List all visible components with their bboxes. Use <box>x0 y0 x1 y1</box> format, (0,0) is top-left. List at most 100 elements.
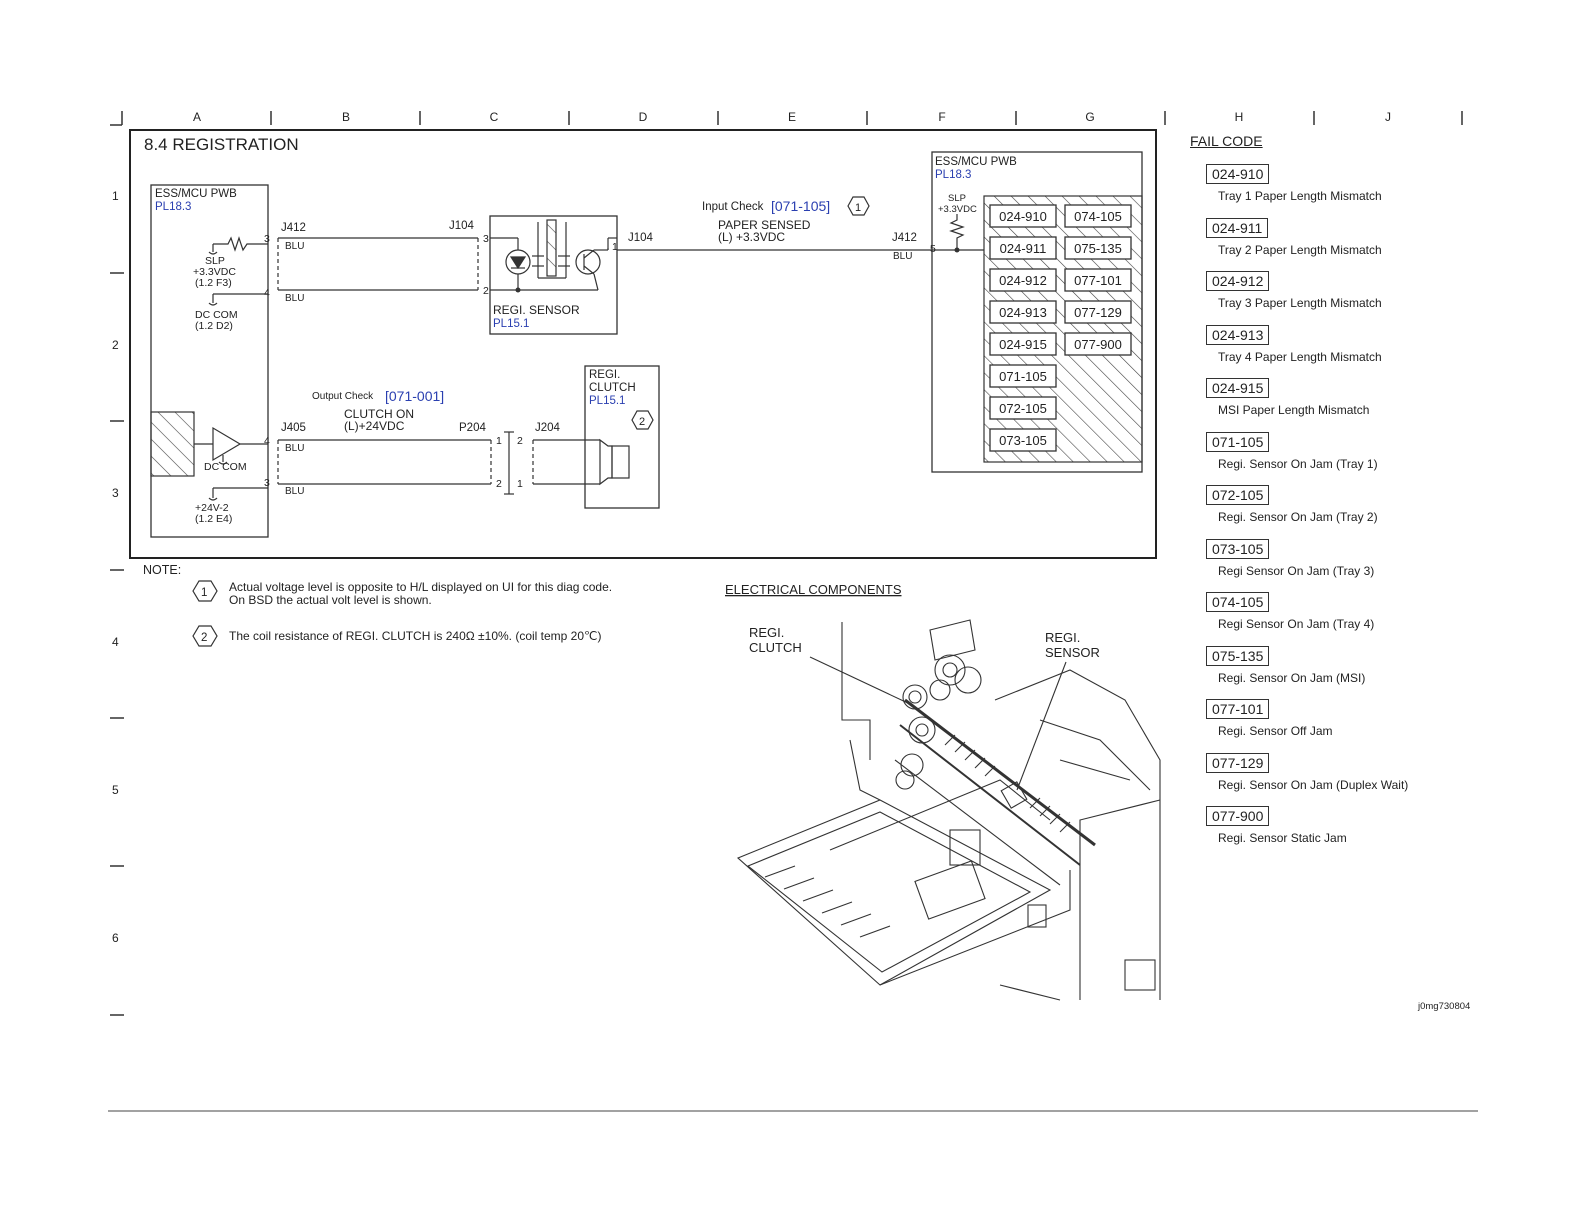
fail-code-value: 024-911 <box>1206 217 1269 238</box>
v24-1: +24V-2 <box>195 502 229 514</box>
fail-code-value: 074-105 <box>1206 592 1270 612</box>
fail-code-description: Regi. Sensor On Jam (MSI) <box>1218 670 1366 685</box>
conn-j412: J412 <box>281 222 306 234</box>
ic-code-text: 071-105 <box>999 369 1047 384</box>
junction-dot <box>515 287 521 293</box>
input-check-code: [071-105] <box>771 198 830 214</box>
slp-left-2: +3.3VDC <box>193 266 236 278</box>
ic-code-box <box>1064 300 1132 324</box>
fail-code-description: Regi. Sensor On Jam (Tray 2) <box>1218 510 1378 524</box>
wire-blu-5: BLU <box>285 486 304 497</box>
supply-24v-line <box>208 487 268 501</box>
column-label: D <box>639 110 648 124</box>
pin-j412-4: 4 <box>264 287 270 299</box>
fail-code-value: 024-912 <box>1206 271 1270 291</box>
ic-code-box <box>989 332 1057 356</box>
fail-code-description: Regi Sensor On Jam (Tray 3) <box>1218 563 1375 578</box>
conn-j405: J405 <box>281 422 306 434</box>
slp-right-1: SLP <box>948 193 966 204</box>
column-label: A <box>193 110 201 124</box>
input-check-label: Input Check <box>702 201 764 213</box>
note-1-hexagon <box>847 196 870 216</box>
note-1-line-1: Actual voltage level is opposite to H/L … <box>229 580 612 594</box>
fail-code-value: 071-105 <box>1206 431 1270 452</box>
pin-j104-2: 2 <box>483 285 489 297</box>
pin-j204-1: 1 <box>517 478 523 490</box>
fail-code-description: MSI Paper Length Mismatch <box>1218 403 1370 417</box>
right-pwb-ref: PL18.3 <box>935 169 971 181</box>
slp-right-2: +3.3VDC <box>938 204 977 215</box>
mechanical-assembly-drawing <box>736 619 1161 1001</box>
pin-j405-4: 4 <box>264 435 270 447</box>
elec-sensor-label-2: SENSOR <box>1045 645 1100 660</box>
fail-code-description: Tray 4 Paper Length Mismatch <box>1218 349 1382 364</box>
ic-code-box <box>989 364 1057 388</box>
fail-code-value: 024-913 <box>1206 324 1270 345</box>
elec-clutch-label-1: REGI. <box>749 625 784 640</box>
pin-j104-3: 3 <box>483 233 489 245</box>
fail-code-description: Regi. Sensor Off Jam <box>1218 724 1333 738</box>
conn-j104-right: J104 <box>628 232 654 244</box>
row-label: 3 <box>112 486 119 500</box>
pull-up-resistor-right <box>949 214 965 250</box>
ic-code-box <box>1064 268 1132 292</box>
left-pwb-name: ESS/MCU PWB <box>155 188 237 200</box>
conn-p204: P204 <box>459 422 486 434</box>
conn-j412-right: J412 <box>892 232 917 244</box>
pull-up-resistor-left <box>208 236 268 255</box>
ic-code-text: 024-912 <box>999 273 1047 288</box>
fail-code-title: FAIL CODE <box>1190 133 1263 149</box>
column-label: H <box>1235 110 1244 124</box>
ic-code-box <box>989 428 1057 452</box>
fail-code-value: 073-105 <box>1206 538 1270 559</box>
ic-code-text: 072-105 <box>999 401 1047 416</box>
pin-j412-3: 3 <box>264 233 270 245</box>
diagram-title: 8.4 REGISTRATION <box>144 135 299 154</box>
ic-code-text: 075-135 <box>1074 241 1122 256</box>
note-2-num: 2 <box>201 632 207 644</box>
ic-code-box <box>989 396 1057 420</box>
ic-code-box <box>989 300 1057 324</box>
ic-code-text: 024-911 <box>1000 241 1047 256</box>
ic-code-box <box>989 236 1057 260</box>
paper-sensed-2: (L) +3.3VDC <box>718 230 785 244</box>
amplifier-symbol <box>194 426 268 465</box>
column-label: B <box>342 110 350 124</box>
note-2-hexagon <box>631 410 654 430</box>
regi-clutch-note: 2 <box>639 416 645 428</box>
conn-j204: J204 <box>535 422 561 434</box>
ground-left <box>208 293 268 306</box>
output-check-code: [071-001] <box>385 388 444 404</box>
fail-code-value: 072-105 <box>1206 485 1270 505</box>
ic-code-text: 024-915 <box>999 337 1047 352</box>
pin-p204-2: 2 <box>496 478 502 490</box>
fail-code-value: 024-910 <box>1206 164 1270 184</box>
right-pwb-name: ESS/MCU PWB <box>935 156 1017 168</box>
pin-sensor-1: 1 <box>612 241 618 253</box>
ic-code-text: 077-129 <box>1074 305 1122 320</box>
regi-clutch-name-2: CLUTCH <box>589 382 636 394</box>
ic-code-text: 073-105 <box>999 433 1047 448</box>
mcu-ic-block <box>983 195 1143 463</box>
driver-ic-block <box>150 411 195 477</box>
dc-com-amp: DC COM <box>204 461 247 473</box>
image-id: j0mg730804 <box>1417 1001 1470 1012</box>
row-label: 4 <box>112 635 119 649</box>
ic-code-text: 024-913 <box>999 305 1047 320</box>
pin-j405-3: 3 <box>264 477 270 489</box>
fail-code-description: Tray 3 Paper Length Mismatch <box>1218 296 1382 310</box>
regi-sensor-name: REGI. SENSOR <box>493 303 580 317</box>
harness-clutch <box>277 431 600 495</box>
